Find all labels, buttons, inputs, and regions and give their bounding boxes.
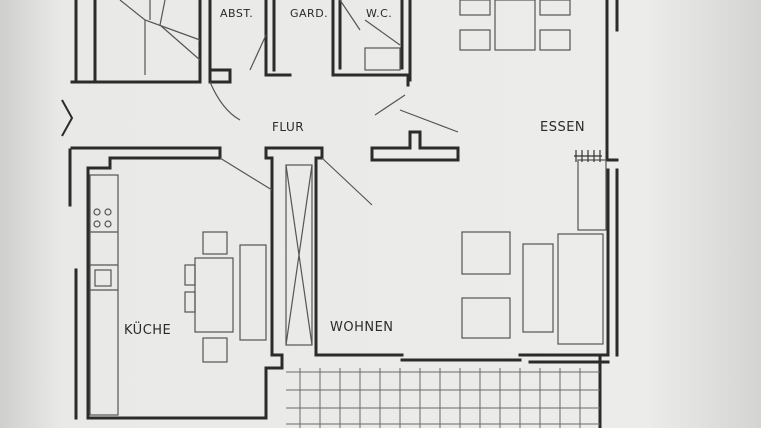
- label-abstellraum: ABST.: [220, 7, 253, 20]
- entrance-marker-icon: [61, 99, 74, 137]
- terrace-grid: [286, 368, 600, 428]
- radiator-icon: [574, 150, 602, 162]
- thin-lines: [89, 0, 607, 416]
- label-garderobe: GARD.: [290, 7, 328, 20]
- label-wc: W.C.: [366, 7, 392, 20]
- label-wohnen: WOHNEN: [330, 320, 394, 335]
- label-flur: FLUR: [272, 120, 304, 134]
- label-essen: ESSEN: [540, 120, 585, 135]
- wall-lines: [68, 0, 619, 428]
- label-kueche: KÜCHE: [124, 321, 171, 338]
